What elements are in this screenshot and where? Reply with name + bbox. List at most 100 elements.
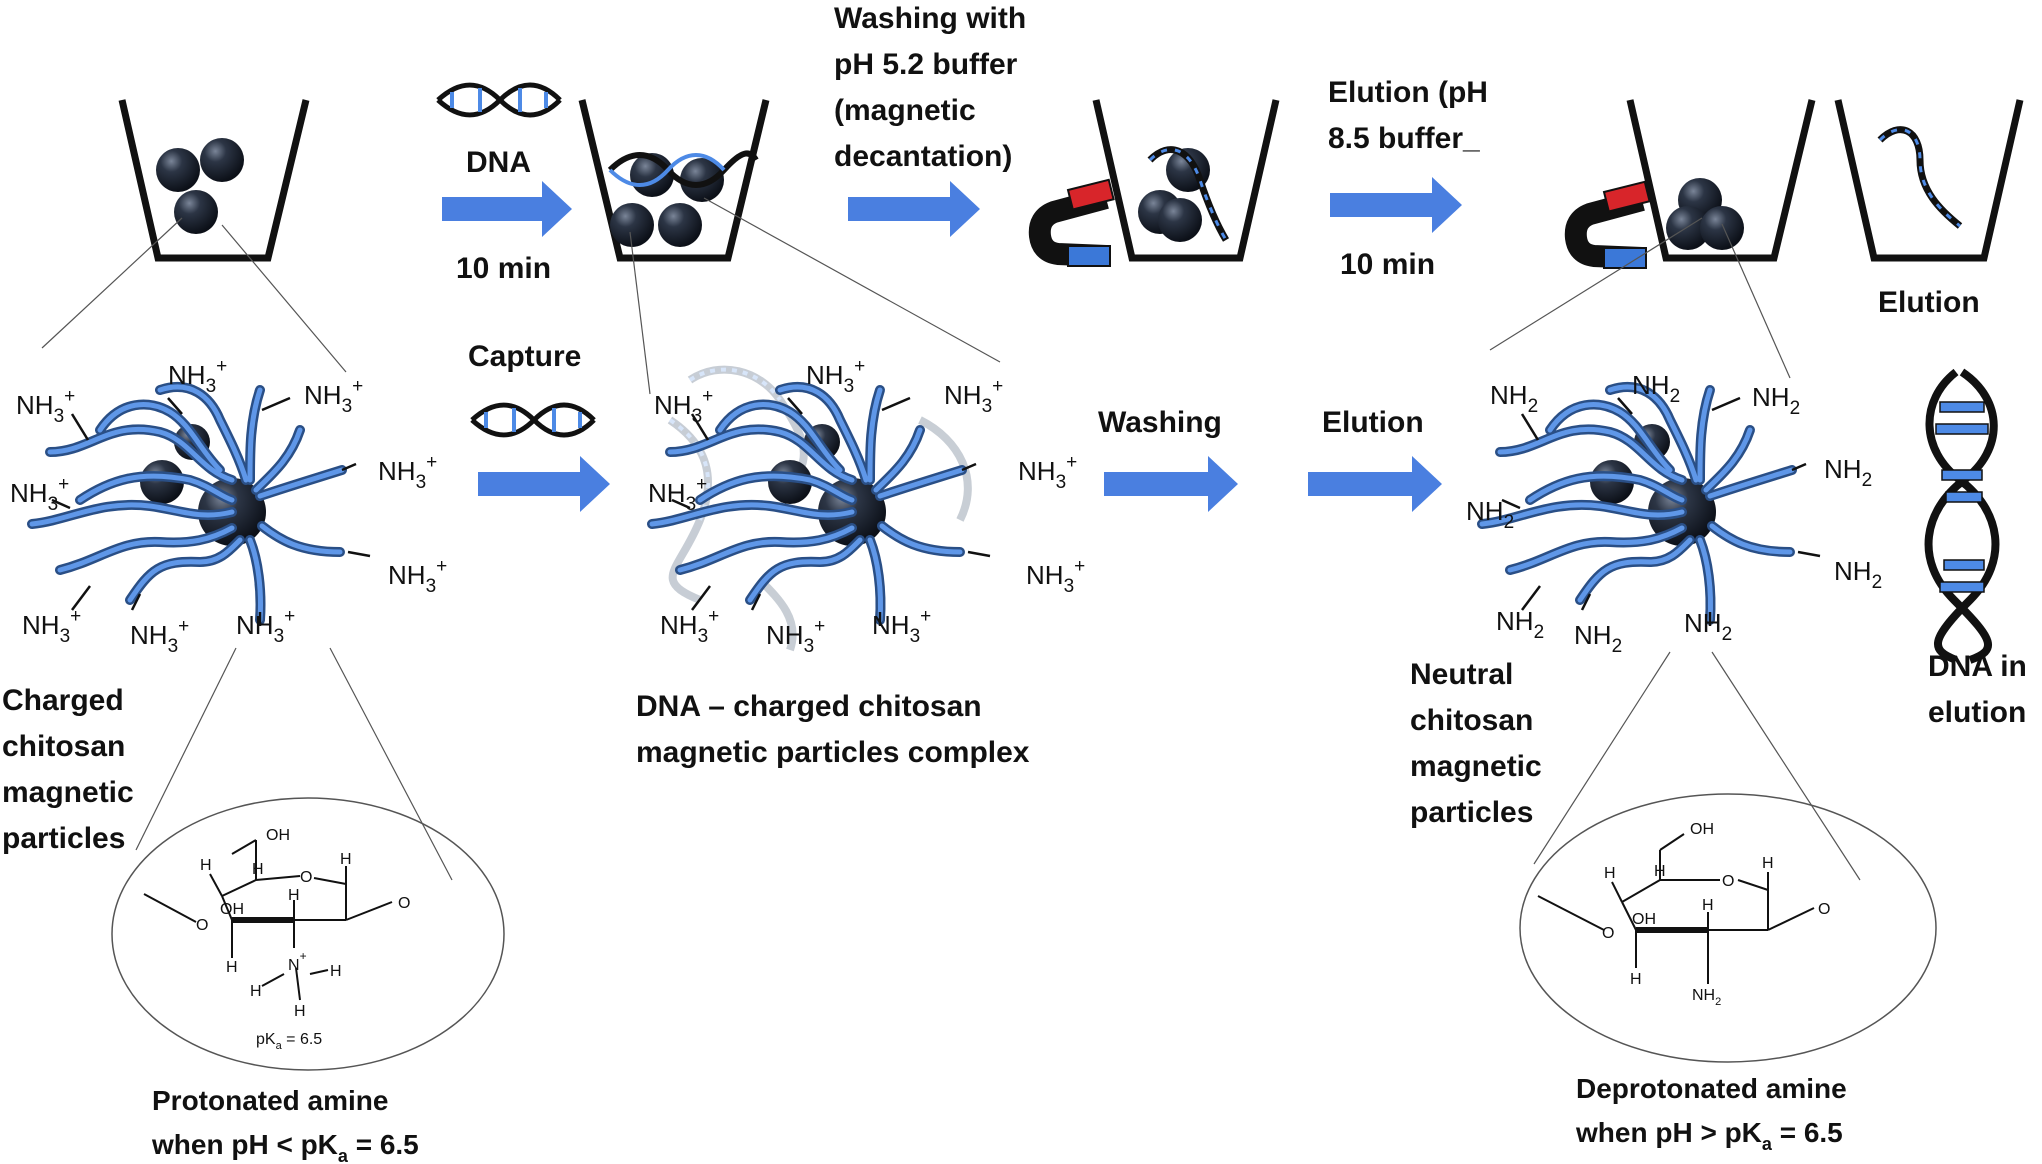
capture-label: Capture xyxy=(468,340,581,373)
amine-label: NH3+ xyxy=(130,616,189,657)
arrow-capture xyxy=(478,456,610,512)
atom-label: H xyxy=(1604,865,1616,882)
washing-label: Washing xyxy=(1098,406,1222,439)
caption-line: DNA in xyxy=(1928,650,2027,683)
arrow-step-2 xyxy=(848,181,980,237)
complex-amine-labels: NH3+ NH3+ NH3+ NH3+ NH3+ NH3+ NH3+ NH3+ … xyxy=(648,356,1085,657)
atom-label: H xyxy=(252,861,264,878)
atom-label: OH xyxy=(266,827,290,844)
amine-label: NH3+ xyxy=(648,474,707,515)
protonated-caption-1: Protonated amine xyxy=(152,1085,388,1116)
caption-line: magnetic xyxy=(2,776,134,809)
amine-label: NH2 xyxy=(1824,454,1872,491)
arrow-elution xyxy=(1308,456,1442,512)
complex-caption: DNA – charged chitosan magnetic particle… xyxy=(636,690,1030,769)
atom-label: N+ xyxy=(288,949,307,974)
atom-label: H xyxy=(330,963,342,980)
time-label-1: 10 min xyxy=(456,252,551,285)
dna-label: DNA xyxy=(466,146,531,179)
amine-label: NH2 xyxy=(1834,556,1882,593)
atom-label: O xyxy=(1818,901,1830,918)
amine-label: NH3+ xyxy=(1018,452,1077,493)
arrow-step-1 xyxy=(442,181,572,237)
amine-label: NH3+ xyxy=(10,474,69,515)
neutral-amine-labels: NH2 NH2 NH2 NH2 NH2 NH2 NH2 NH2 NH2 xyxy=(1466,370,1882,657)
caption-line: magnetic xyxy=(1410,750,1542,783)
deprotonated-caption-1: Deprotonated amine xyxy=(1576,1073,1847,1104)
beaker-1 xyxy=(118,99,310,262)
atom-label: H xyxy=(340,851,352,868)
atom-label: H xyxy=(200,857,212,874)
amine-label: NH2 xyxy=(1496,606,1544,643)
caption-line: chitosan xyxy=(2,730,125,763)
caption-line: Charged xyxy=(2,684,124,717)
beaker-2 xyxy=(578,99,770,262)
elution-label-top: Elution xyxy=(1878,286,1980,319)
dna-icon xyxy=(470,402,596,438)
charged-amine-labels: NH3+ NH3+ NH3+ NH3+ NH3+ NH3+ NH3+ NH3+ … xyxy=(10,356,447,657)
caption-line: particles xyxy=(2,822,125,855)
protonated-caption-2: when pH < pKa = 6.5 xyxy=(151,1129,419,1164)
amine-label: NH3+ xyxy=(806,356,865,397)
elution-title-line-1: Elution (pH xyxy=(1328,76,1488,109)
atom-label: H xyxy=(226,959,238,976)
charged-chitosan-particle xyxy=(27,381,371,626)
washing-title-line-4: decantation) xyxy=(834,140,1012,173)
zoom-lines xyxy=(41,197,1791,395)
deprotonated-chitosan-structure: OH O H H H OH O H H O NH2 xyxy=(1519,793,1937,1063)
washing-title-line-3: (magnetic xyxy=(834,94,976,127)
amine-label: NH3+ xyxy=(388,556,447,597)
beaker-3 xyxy=(1092,99,1280,262)
beaker-5 xyxy=(1834,99,2024,262)
deprotonated-caption-2: when pH > pKa = 6.5 xyxy=(1575,1117,1843,1154)
dna-captured-icon xyxy=(607,150,759,188)
amine-label: NH3+ xyxy=(1026,556,1085,597)
neutral-caption: Neutral chitosan magnetic particles xyxy=(1410,658,1542,829)
atom-label: H xyxy=(288,887,300,904)
amine-label: NH3+ xyxy=(872,606,931,647)
atom-label: O xyxy=(300,869,312,886)
amine-label: NH2 xyxy=(1632,370,1680,407)
magnet-icon xyxy=(1576,182,1650,268)
dna-chitosan-complex-particle xyxy=(647,365,991,652)
caption-line: elution xyxy=(1928,696,2026,729)
atom-label: H xyxy=(1702,897,1714,914)
atom-label: OH xyxy=(1690,821,1714,838)
free-dna-helix xyxy=(1924,368,2000,664)
dna-icon xyxy=(436,82,562,118)
amine-label: NH3+ xyxy=(378,452,437,493)
caption-line: chitosan xyxy=(1410,704,1533,737)
atom-label: H xyxy=(250,983,262,1000)
amine-label: NH3+ xyxy=(16,386,75,427)
magnet-icon xyxy=(1040,180,1114,266)
atom-label: OH xyxy=(220,901,244,918)
amine-label: NH2 xyxy=(1574,620,1622,657)
atom-label: H xyxy=(294,1003,306,1020)
amine-label: NH3+ xyxy=(654,386,713,427)
amine-label: NH3+ xyxy=(944,376,1003,417)
amine-label: NH3+ xyxy=(660,606,719,647)
caption-line: particles xyxy=(1410,796,1533,829)
time-label-2: 10 min xyxy=(1340,248,1435,281)
washing-title-line-2: pH 5.2 buffer xyxy=(834,48,1018,81)
amine-label: NH2 xyxy=(1490,380,1538,417)
elution-title-line-2: 8.5 buffer_ xyxy=(1328,122,1480,155)
atom-label: H xyxy=(1630,971,1642,988)
amine-label: NH3+ xyxy=(22,606,81,647)
atom-label: H xyxy=(1654,863,1666,880)
pka-label: pKa = 6.5 xyxy=(256,1031,322,1052)
washing-title-line-1: Washing with xyxy=(834,2,1026,35)
atom-label: O xyxy=(196,917,208,934)
arrow-washing xyxy=(1104,456,1238,512)
atom-label: H xyxy=(1762,855,1774,872)
dna-elution-caption: DNA in elution xyxy=(1928,650,2027,729)
amine-label: NH3+ xyxy=(236,606,295,647)
beaker-4 xyxy=(1626,99,1816,262)
amine-label: NH3+ xyxy=(168,356,227,397)
amine-label: NH3+ xyxy=(766,616,825,657)
caption-line: DNA – charged chitosan xyxy=(636,690,982,723)
atom-label: OH xyxy=(1632,911,1656,928)
caption-line: Neutral xyxy=(1410,658,1513,691)
atom-label: O xyxy=(1722,873,1734,890)
